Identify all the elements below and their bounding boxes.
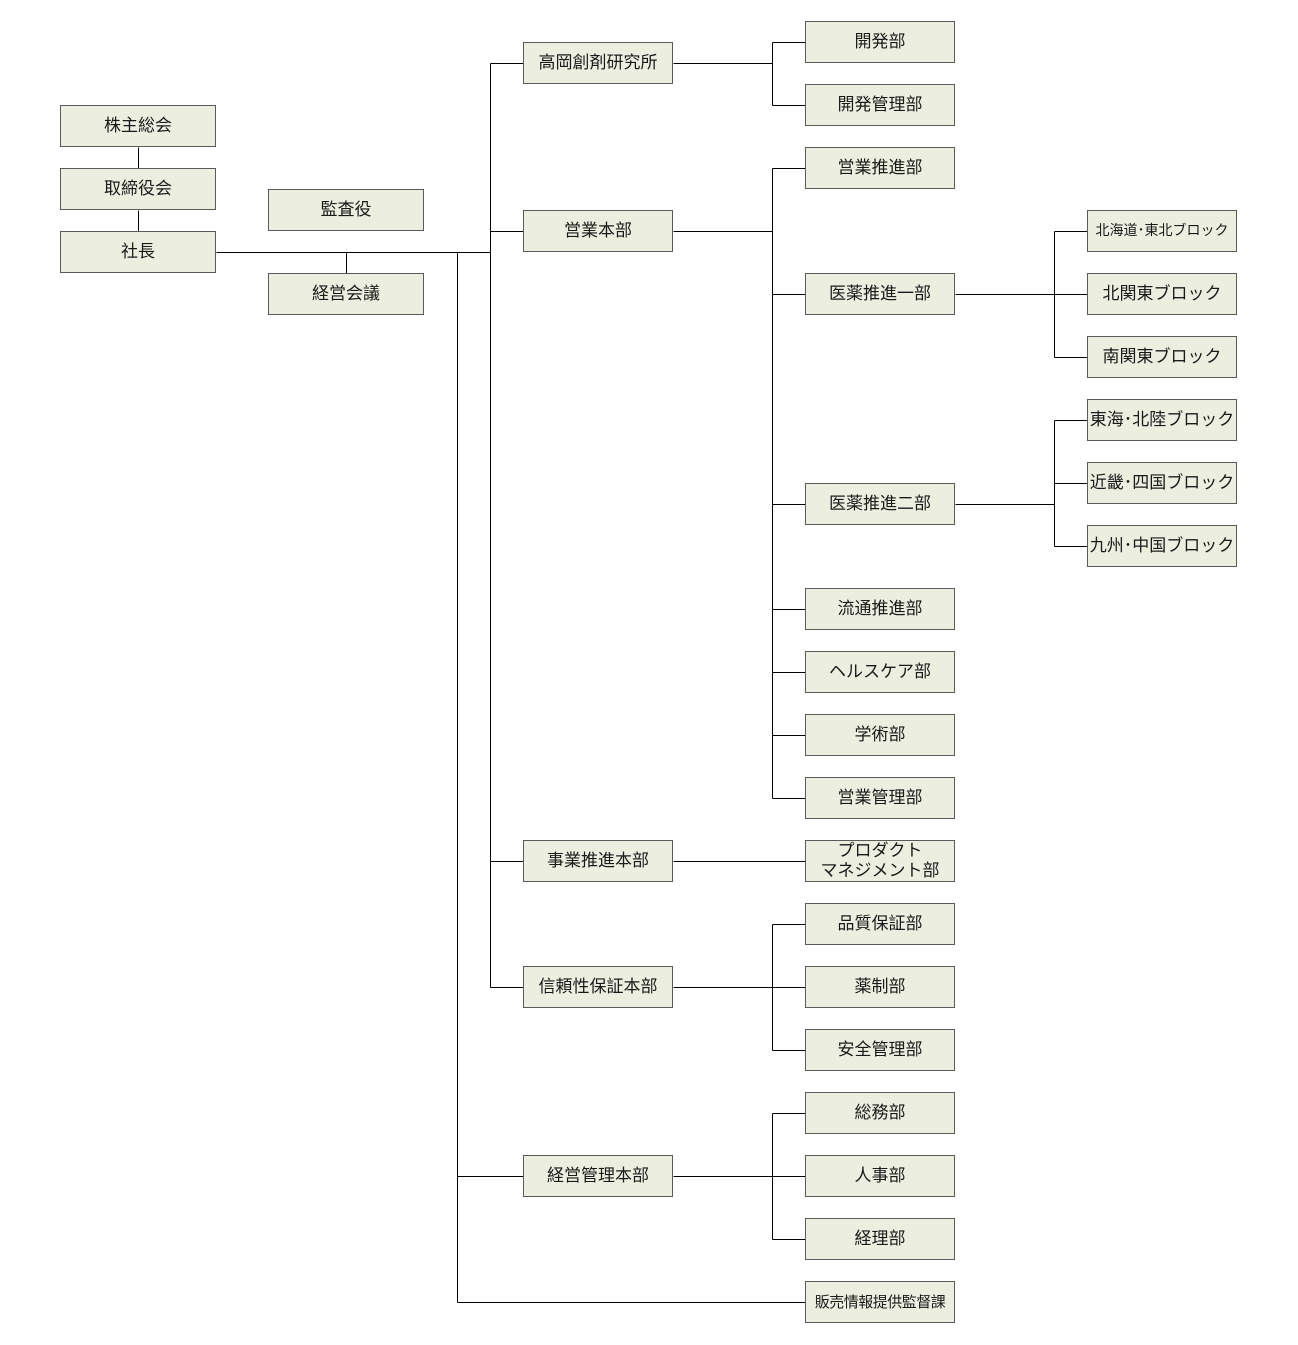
node-sales-hq: 営業本部 xyxy=(523,210,673,252)
node-kyushu-chugoku: 九州･中国ブロック xyxy=(1087,525,1237,567)
node-reliability-hq: 信頼性保証本部 xyxy=(523,966,673,1008)
node-kitakanto: 北関東ブロック xyxy=(1087,273,1237,315)
node-auditor: 監査役 xyxy=(268,189,424,231)
node-sales-promo: 営業推進部 xyxy=(805,147,955,189)
node-biz-promo-hq: 事業推進本部 xyxy=(523,840,673,882)
node-board: 取締役会 xyxy=(60,168,216,210)
node-general-affairs: 総務部 xyxy=(805,1092,955,1134)
node-safety: 安全管理部 xyxy=(805,1029,955,1071)
node-minamikanto: 南関東ブロック xyxy=(1087,336,1237,378)
node-president: 社長 xyxy=(60,231,216,273)
node-tokai-hokuriku: 東海･北陸ブロック xyxy=(1087,399,1237,441)
node-product-mgmt: プロダクト マネジメント部 xyxy=(805,840,955,882)
node-healthcare: ヘルスケア部 xyxy=(805,651,955,693)
node-dev: 開発部 xyxy=(805,21,955,63)
node-research-lab: 高岡創剤研究所 xyxy=(523,42,673,84)
node-mgmt-meeting: 経営会議 xyxy=(268,273,424,315)
node-dev-mgmt: 開発管理部 xyxy=(805,84,955,126)
node-med1: 医薬推進一部 xyxy=(805,273,955,315)
node-distribution: 流通推進部 xyxy=(805,588,955,630)
node-admin-hq: 経営管理本部 xyxy=(523,1155,673,1197)
node-sales-info: 販売情報提供監督課 xyxy=(805,1281,955,1323)
node-kinki-shikoku: 近畿･四国ブロック xyxy=(1087,462,1237,504)
node-med2: 医薬推進二部 xyxy=(805,483,955,525)
node-academic: 学術部 xyxy=(805,714,955,756)
node-accounting: 経理部 xyxy=(805,1218,955,1260)
node-hokkaido-tohoku: 北海道･東北ブロック xyxy=(1087,210,1237,252)
node-shareholders: 株主総会 xyxy=(60,105,216,147)
node-sales-mgmt: 営業管理部 xyxy=(805,777,955,819)
node-regulatory: 薬制部 xyxy=(805,966,955,1008)
node-qa: 品質保証部 xyxy=(805,903,955,945)
node-hr: 人事部 xyxy=(805,1155,955,1197)
